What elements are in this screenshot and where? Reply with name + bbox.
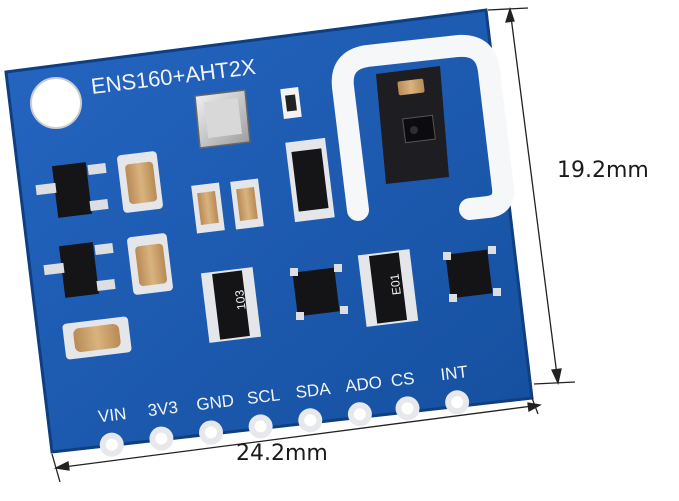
pin-label-int: INT [439,362,469,384]
ic-chip [290,264,348,320]
resistor [280,87,302,119]
pin-pads [99,390,470,457]
pin-label-gnd: GND [195,391,235,414]
resistor-array-label: E01 [387,273,404,296]
capacitor [230,178,264,230]
capacitor [191,182,225,234]
pin-label-vin: VIN [97,404,127,426]
capacitor [117,151,163,213]
resistor-array-label: 103 [232,289,248,311]
transistor [35,162,109,218]
height-dimension-label: 19.2mm [557,158,649,183]
resistor-array-e01: E01 [357,249,419,327]
ens160-sensor [194,89,251,149]
pin-pad [99,432,124,457]
pin-labels: VIN 3V3 GND SCL SDA ADO CS INT [97,362,469,426]
aht2x-sensor-chip [376,66,449,184]
height-dimension-line [487,6,576,386]
pin-label-cs: CS [390,369,416,391]
pin-label-sda: SDA [295,379,333,402]
pin-pad [395,396,420,421]
width-dimension-line [51,397,542,483]
ic-chip [443,246,501,302]
transistor [43,242,116,298]
isolation-slot [331,34,515,221]
pin-label-ado: ADO [344,373,383,396]
pin-label-3v3: 3V3 [147,398,179,421]
diode [285,137,335,223]
pin-pad [199,420,224,445]
width-dimension-label: 24.2mm [236,441,328,466]
pin-pad [445,390,470,415]
pin-pad [149,426,174,451]
mounting-hole [30,77,82,129]
pin-pad [347,402,372,427]
pin-pad [248,414,273,439]
pin-pad [298,408,323,433]
capacitor [127,233,173,295]
resistor-array-103: 103 [200,267,262,343]
pin-label-scl: SCL [246,385,281,408]
capacitor [62,316,132,360]
